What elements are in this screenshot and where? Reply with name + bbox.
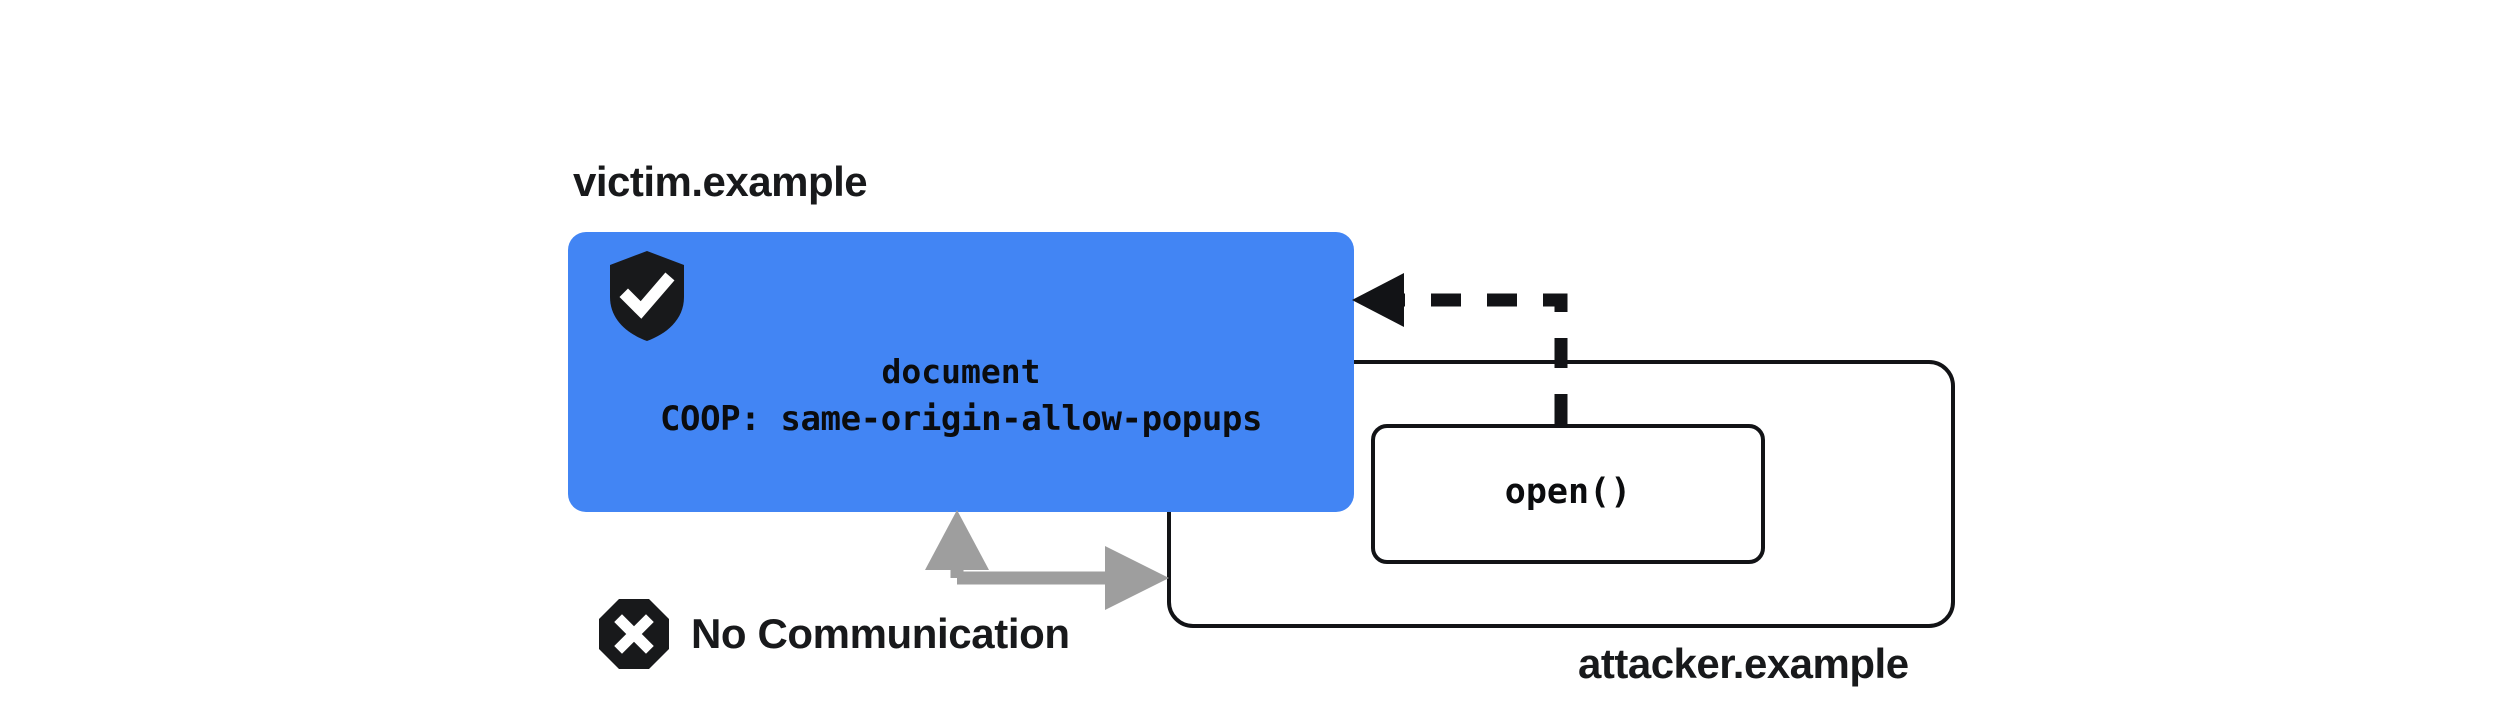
no-communication-label: No Communication xyxy=(691,610,1070,657)
victim-document-label: document xyxy=(881,352,1041,391)
shield-check-icon xyxy=(608,250,686,342)
no-communication-annotation: No Communication xyxy=(598,598,1070,670)
victim-document-box: document COOP: same-origin-allow-popups xyxy=(568,232,1354,512)
open-call-box: open() xyxy=(1371,424,1765,564)
attacker-origin-label: attacker.example xyxy=(1578,640,1909,687)
victim-origin-label: victim.example xyxy=(573,158,868,205)
open-call-label: open() xyxy=(1504,472,1632,512)
victim-coop-header-label: COOP: same-origin-allow-popups xyxy=(659,399,1263,439)
blocked-double-arrow-icon xyxy=(925,510,1169,610)
octagon-x-icon xyxy=(598,598,670,670)
